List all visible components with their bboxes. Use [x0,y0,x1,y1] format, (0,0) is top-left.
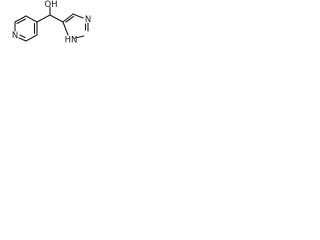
pyridine-bond-6 [18,37,27,42]
pyridine-ring: N [12,15,38,42]
imidazole-nh-label: HN [65,36,78,46]
imidazole-ring: N HN [62,13,91,46]
bond-pyridine-to-central-carbon [36,14,51,23]
imidazole-bond-1-inner [65,15,75,23]
bond-central-carbon-to-imidazole [49,14,64,23]
pyridine-bond-4 [14,15,27,23]
structure-canvas: N OH N HN [0,0,109,74]
pyridine-bond-1 [25,34,38,42]
pyridine-nitrogen-label: N [12,31,18,41]
imidazole-nitrogen-label: N [85,15,91,25]
pyridine-bond-3 [25,15,38,23]
chemical-structure-diagram: N OH N HN [12,0,91,46]
pyridine-bond-6-inner [19,34,26,39]
imidazole-bond-2 [72,13,84,19]
pyridine-bond-4-inner [16,18,27,25]
imidazole-bond-1 [62,13,74,23]
imidazole-bond-5 [62,21,69,36]
imidazole-bond-4 [74,35,85,39]
hydroxyl-label: OH [44,0,57,10]
